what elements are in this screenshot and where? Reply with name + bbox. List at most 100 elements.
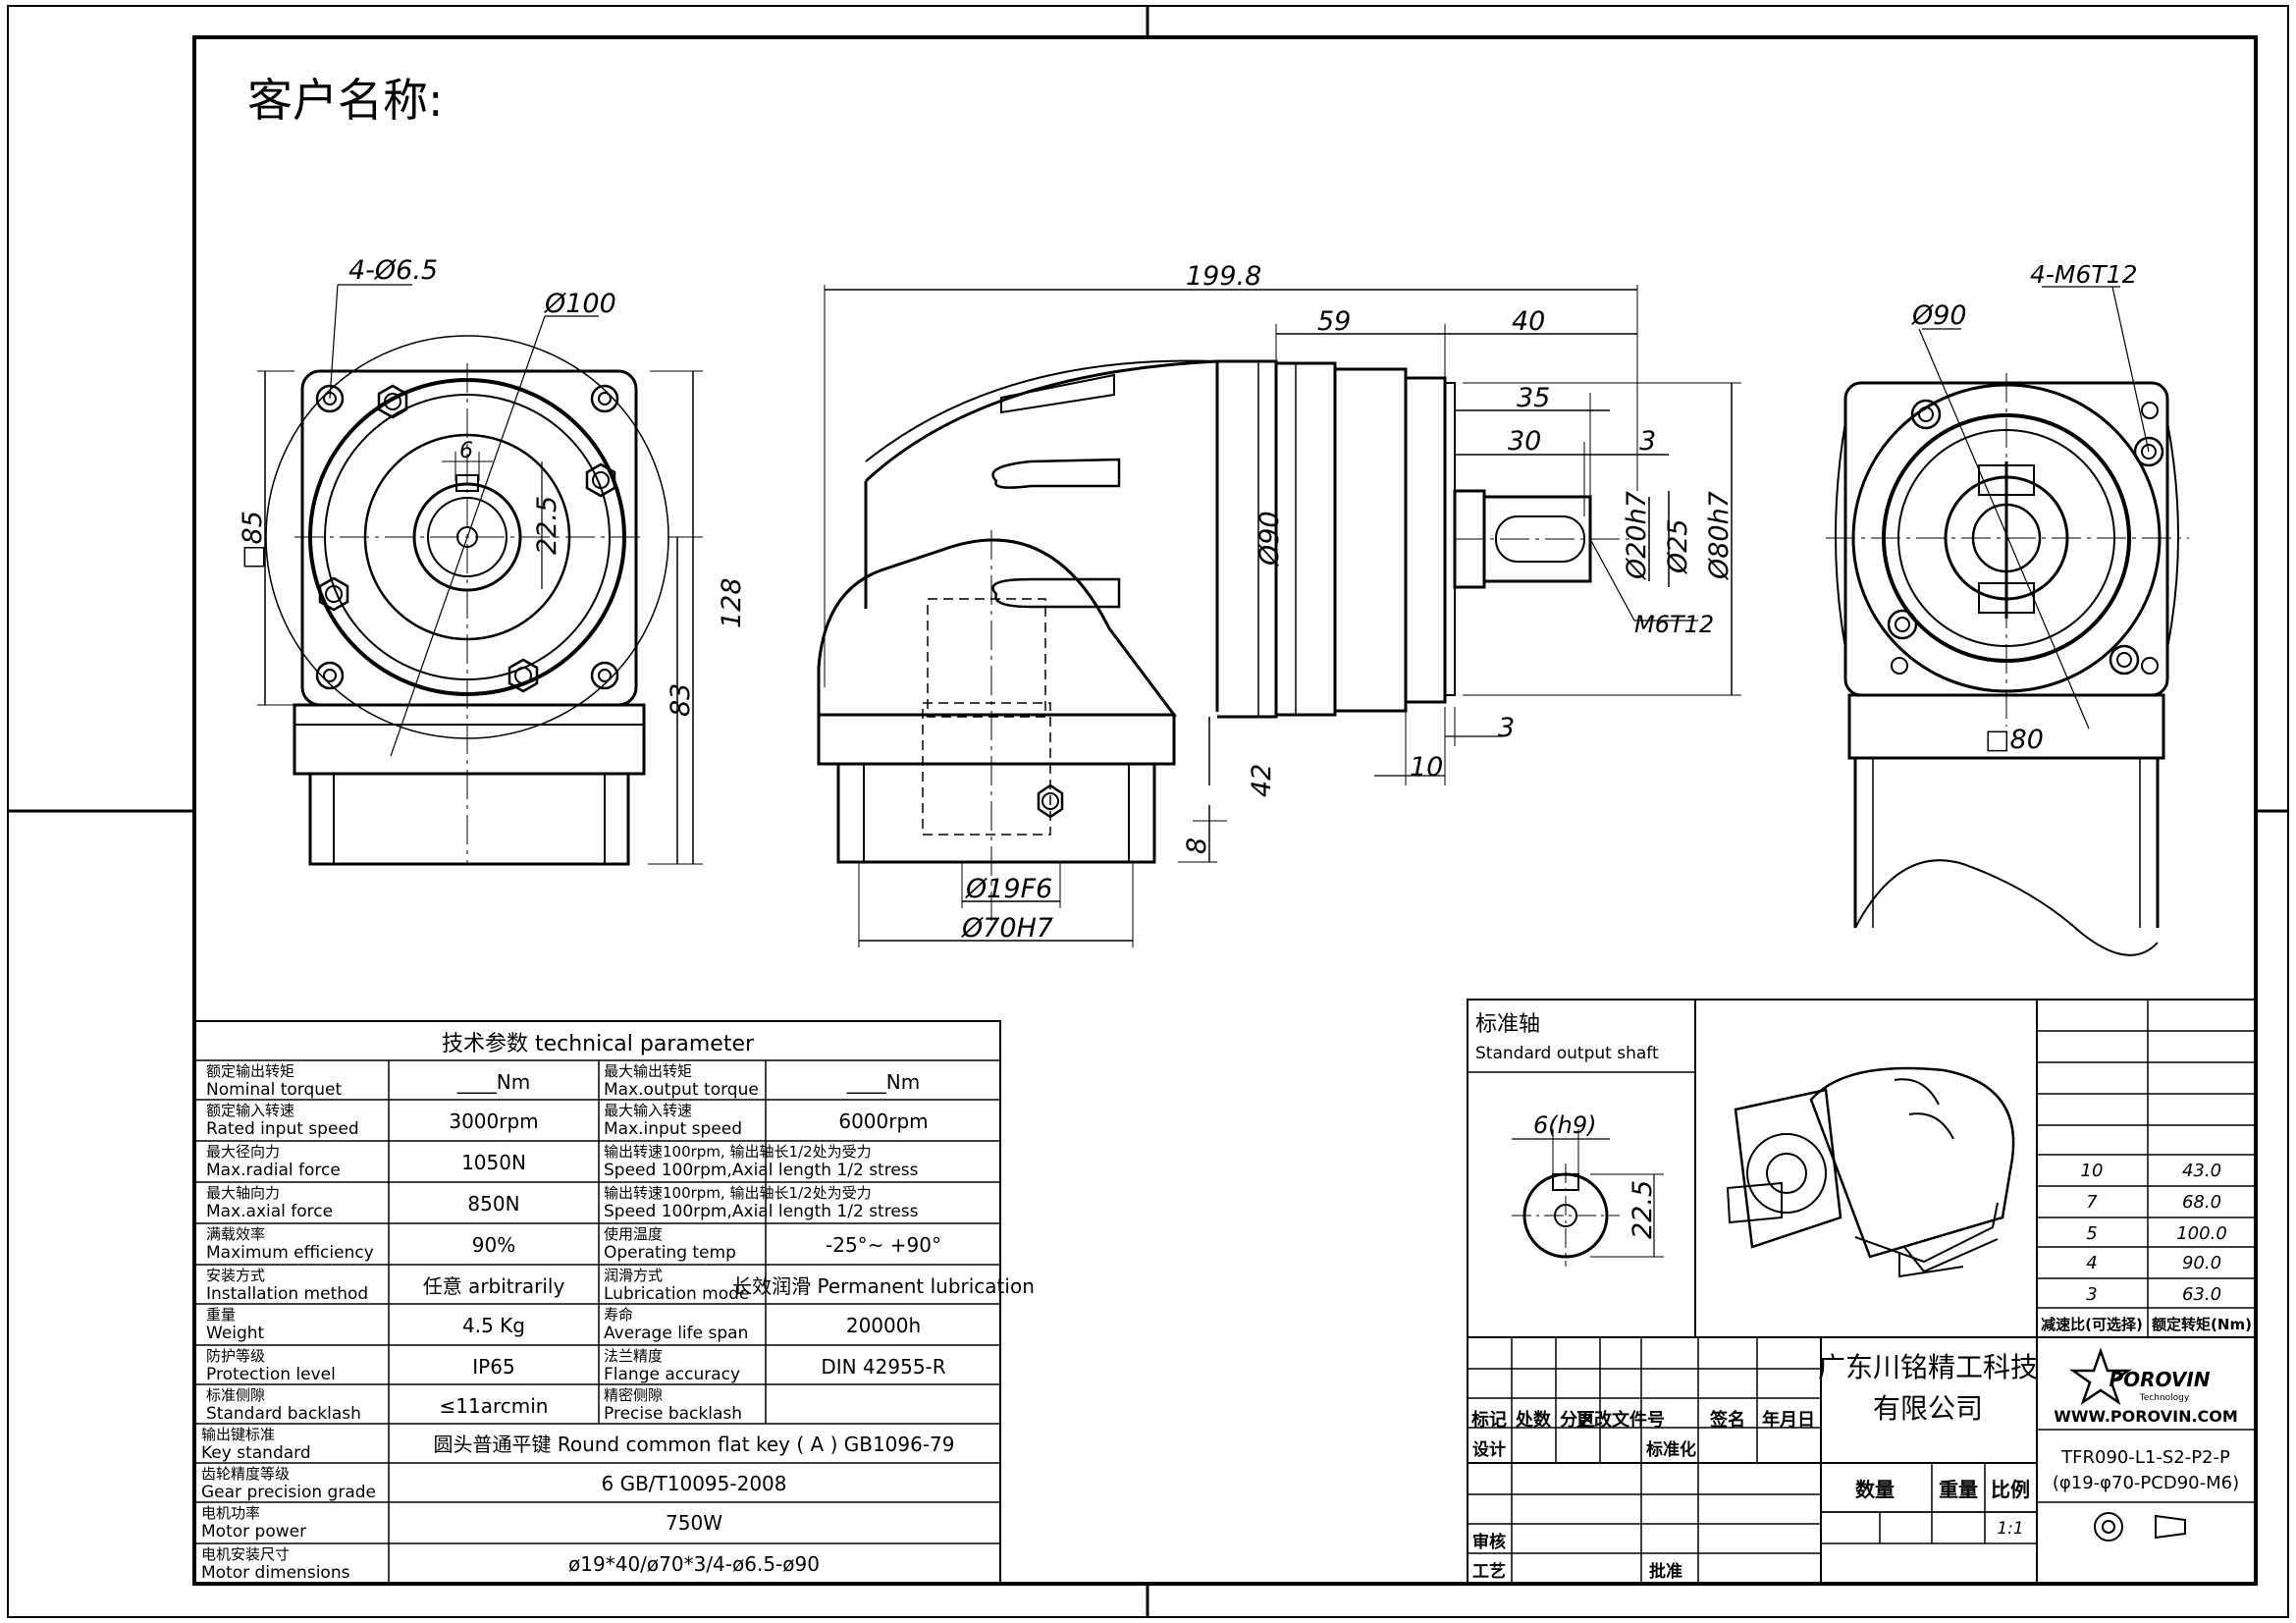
tech-row-right-value: -25°~ +90° <box>826 1233 941 1257</box>
tech-row-left-cn: 额定输出转矩 <box>206 1062 294 1080</box>
side-view <box>817 285 1741 947</box>
side-flange-3-dim: 3 <box>1498 713 1515 743</box>
tech-row-left-cn: 最大径向力 <box>206 1143 280 1161</box>
ratio-value: 3 <box>2086 1284 2097 1305</box>
tech-row-left-en: Max.axial force <box>206 1202 333 1221</box>
side-key-offset-dim: 3 <box>1639 426 1656 457</box>
tech-table-title: 技术参数 technical parameter <box>442 1032 755 1056</box>
side-center-tap-dim: M6T12 <box>1634 611 1714 638</box>
tech-wide-row-en: Motor dimensions <box>201 1563 350 1583</box>
tech-row-right-en: Speed 100rpm,Axial length 1/2 stress <box>604 1202 919 1221</box>
front-holes-dim: 4-Ø6.5 <box>348 255 438 286</box>
tech-row-right-cn: 输出转速100rpm, 输出轴长1/2处为受力 <box>604 1143 872 1161</box>
revision-header: 年月日 <box>1762 1409 1815 1431</box>
side-base-42-dim: 42 <box>1247 764 1277 797</box>
side-pilot-dia-dim: Ø80h7 <box>1704 491 1735 580</box>
tech-row-left-value: 90% <box>472 1233 515 1257</box>
end-view <box>1826 286 2189 956</box>
front-view <box>257 284 703 866</box>
tech-row-right-cn: 输出转速100rpm, 输出轴长1/2处为受力 <box>604 1184 872 1202</box>
tech-row-left-value: 4.5 Kg <box>462 1314 525 1337</box>
tech-wide-row-cn: 电机安装尺寸 <box>201 1545 290 1563</box>
front-square-dim: □85 <box>238 511 268 569</box>
tech-row-left-value: IP65 <box>472 1355 514 1379</box>
front-key-width-dim: 6 <box>459 439 473 463</box>
torque-value: 100.0 <box>2176 1223 2227 1244</box>
tech-row-left-cn: 标准侧隙 <box>206 1386 265 1404</box>
review-label: 审核 <box>1472 1532 1506 1552</box>
tech-row-right-cn: 使用温度 <box>604 1225 663 1243</box>
ratio-value: 10 <box>2081 1161 2104 1181</box>
shaft-key-dim: 6(h9) <box>1533 1111 1596 1139</box>
revision-header: 签名 <box>1709 1409 1745 1431</box>
tech-row-left-en: Max.radial force <box>206 1161 341 1180</box>
logo-text: POROVIN <box>2109 1368 2210 1391</box>
tech-row-right-cn: 润滑方式 <box>604 1267 663 1284</box>
tech-row-left-en: Weight <box>206 1324 265 1343</box>
shaft-height-dim: 22.5 <box>1628 1180 1658 1239</box>
end-square-dim: □80 <box>1985 725 2044 755</box>
shaft-box-title-en: Standard output shaft <box>1475 1044 1659 1063</box>
tech-row-right-en: Precise backlash <box>604 1404 742 1424</box>
design-label: 设计 <box>1472 1439 1506 1460</box>
qty-label: 数量 <box>1855 1478 1895 1501</box>
model-line2: (φ19-φ70-PCD90-M6) <box>2053 1473 2239 1493</box>
tech-row-left-en: Installation method <box>206 1284 368 1304</box>
tech-wide-row-value: 圆头普通平键 Round common flat key ( A ) GB109… <box>433 1433 954 1456</box>
scale-value: 1:1 <box>1997 1519 2023 1539</box>
revision-header: 标记 <box>1470 1409 1507 1431</box>
tech-row-right-en: Lubrication mode <box>604 1284 749 1304</box>
tech-row-right-value: 长效润滑 Permanent lubrication <box>732 1274 1035 1298</box>
process-label: 工艺 <box>1472 1561 1506 1582</box>
sheet-frame <box>7 5 2289 1618</box>
tech-row-right-cn: 精密侧隙 <box>604 1386 663 1404</box>
company-name-line2: 有限公司 <box>1873 1392 1983 1425</box>
tech-row-right-en: Flange accuracy <box>604 1365 740 1384</box>
front-height-center-dim: 83 <box>666 683 696 717</box>
tech-row-left-value: 任意 arbitrarily <box>423 1274 565 1298</box>
ratio-table-grid <box>2036 999 2257 1338</box>
tech-row-right-en: Operating temp <box>604 1243 736 1263</box>
tech-row-right-cn: 最大输出转矩 <box>604 1062 692 1080</box>
side-base-8-dim: 8 <box>1182 838 1212 854</box>
revision-header: 更改文件号 <box>1576 1409 1665 1431</box>
tech-table-grid <box>194 1020 1001 1585</box>
side-flange-10-dim: 10 <box>1410 752 1443 783</box>
tech-row-left-cn: 满载效率 <box>206 1225 265 1243</box>
torque-value: 90.0 <box>2182 1253 2221 1273</box>
side-shaft-dia-dim: Ø20h7 <box>1622 491 1652 580</box>
tech-row-right-cn: 最大输入转速 <box>604 1102 692 1119</box>
end-pcd-dim: Ø90 <box>1911 300 1967 331</box>
ratio-head-torque: 额定转矩(Nm) <box>2152 1316 2252 1333</box>
tech-wide-row-cn: 输出键标准 <box>201 1426 275 1443</box>
tech-row-left-value: 850N <box>467 1192 519 1216</box>
tech-wide-row-value: 6 GB/T10095-2008 <box>602 1472 787 1495</box>
torque-value: 43.0 <box>2182 1161 2221 1181</box>
customer-label: 客户名称: <box>247 74 444 127</box>
tech-row-right-value: 20000h <box>846 1314 921 1337</box>
revision-header: 分区 <box>1560 1410 1595 1431</box>
side-collar-dia-dim: Ø25 <box>1663 518 1693 574</box>
tech-row-left-en: Standard backlash <box>206 1404 361 1424</box>
side-input-bore-dim: Ø19F6 <box>965 874 1052 904</box>
tech-wide-row-cn: 齿轮精度等级 <box>201 1465 290 1483</box>
company-name-line1: 广东川铭精工科技 <box>1818 1351 2038 1383</box>
tech-row-left-en: Rated input speed <box>206 1119 359 1139</box>
side-body-dim: 59 <box>1317 306 1351 337</box>
tech-row-left-en: Protection level <box>206 1365 336 1384</box>
tech-row-right-cn: 寿命 <box>604 1306 633 1324</box>
tech-wide-row-cn: 电机功率 <box>201 1504 260 1522</box>
tech-row-right-en: Max.output torque <box>604 1080 759 1100</box>
end-threads-dim: 4-M6T12 <box>2030 260 2138 289</box>
weight-label: 重量 <box>1939 1478 1978 1501</box>
shaft-box-title-cn: 标准轴 <box>1475 1012 1540 1037</box>
tech-row-left-cn: 额定输入转速 <box>206 1102 294 1119</box>
front-key-height-dim: 22.5 <box>532 496 562 555</box>
tech-row-right-en: Max.input speed <box>604 1119 742 1139</box>
tech-wide-row-en: Key standard <box>201 1443 311 1463</box>
torque-value: 68.0 <box>2182 1192 2221 1213</box>
tech-row-left-cn: 防护等级 <box>206 1347 265 1365</box>
